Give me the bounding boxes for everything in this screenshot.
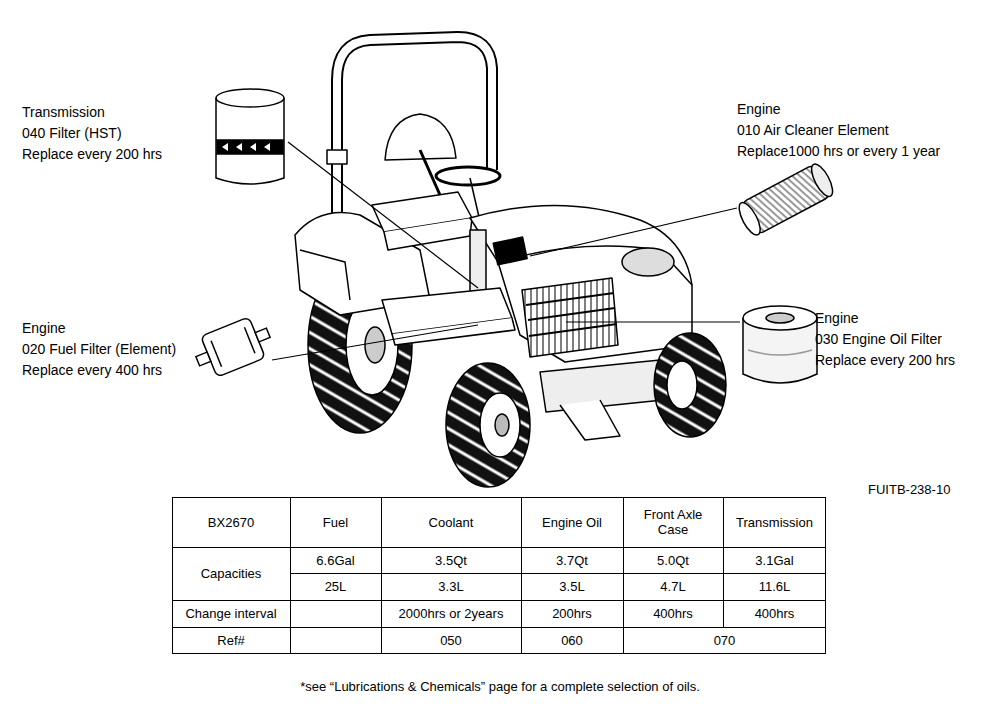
interval-note: Replace every 400 hrs [22, 362, 162, 379]
cell-text: 3.5Qt [435, 553, 467, 568]
table-cell: 050 [382, 628, 520, 652]
table-cell: 3.7Qt [522, 548, 622, 572]
table-cell: 11.6L [724, 574, 825, 599]
cell-text: 3.7Qt [556, 553, 588, 568]
callout-heading: Engine [815, 310, 859, 327]
table-cell: Change interval [173, 601, 289, 626]
part-name: 020 Fuel Filter (Element) [22, 341, 176, 358]
table-cell: Engine Oil [522, 498, 622, 546]
table-cell: 060 [522, 628, 622, 652]
part-name: 040 Filter (HST) [22, 125, 122, 142]
interval-note: Replace every 200 hrs [22, 146, 162, 163]
table-cell: 3.3L [382, 574, 520, 599]
cell-text: Capacities [201, 566, 262, 581]
cell-text: Engine Oil [542, 515, 602, 530]
cell-text: Change interval [185, 606, 276, 621]
cell-text: 400hrs [755, 606, 795, 621]
cell-text: 060 [561, 633, 583, 648]
cell-text: 2000hrs or 2years [399, 606, 504, 621]
cell-text: 070 [714, 633, 736, 648]
table-cell: 3.5L [522, 574, 622, 599]
cell-text: BX2670 [208, 515, 254, 530]
interval-note: Replace every 200 hrs [815, 352, 955, 369]
table-cell: 25L [291, 574, 380, 599]
table-cell: 400hrs [624, 601, 722, 626]
table-cell: Ref# [173, 628, 289, 652]
table-cell: 3.5Qt [382, 548, 520, 572]
table-cell: 5.0Qt [624, 548, 722, 572]
cell-text: 11.6L [759, 579, 791, 594]
callout-heading: Engine [737, 101, 781, 118]
table-cell: Coolant [382, 498, 520, 546]
cell-text: 400hrs [653, 606, 693, 621]
cell-text: 25L [325, 579, 347, 594]
cell-text: 4.7L [660, 579, 685, 594]
capacity-table [172, 497, 826, 654]
part-name: 010 Air Cleaner Element [737, 122, 889, 139]
callout-heading: Transmission [22, 104, 105, 121]
cell-text: 3.5L [559, 579, 584, 594]
cell-text: Ref# [217, 633, 244, 648]
cell-text: Fuel [323, 515, 348, 530]
table-cell: 3.1Gal [724, 548, 825, 572]
table-cell: 6.6Gal [291, 548, 380, 572]
figure-code: FUITB-238-10 [868, 481, 950, 498]
table-cell: 4.7L [624, 574, 722, 599]
table-cell: Transmission [724, 498, 825, 546]
table-cell: 200hrs [522, 601, 622, 626]
cell-text: *see “Lubrications & Chemicals” page for… [300, 679, 700, 694]
cell-text: Transmission [736, 515, 813, 530]
table-cell: 070 [624, 628, 825, 652]
interval-note: Replace1000 hrs or every 1 year [737, 143, 940, 160]
table-cell: Front Axle Case [624, 498, 722, 546]
footnote: *see “Lubrications & Chemicals” page for… [101, 675, 899, 697]
cell-text: 200hrs [552, 606, 592, 621]
cell-text: 5.0Qt [657, 553, 689, 568]
cell-text: Coolant [429, 515, 474, 530]
part-name: 030 Engine Oil Filter [815, 331, 942, 348]
cell-text: 3.1Gal [755, 553, 793, 568]
table-cell: 400hrs [724, 601, 825, 626]
table-cell: Capacities [173, 548, 289, 599]
table-cell: Fuel [291, 498, 380, 546]
table-cell: 2000hrs or 2years [382, 601, 520, 626]
callout-heading: Engine [22, 320, 66, 337]
cell-text: 050 [440, 633, 462, 648]
cell-text: 6.6Gal [316, 553, 354, 568]
cell-text: Front Axle Case [637, 507, 709, 537]
table-cell: BX2670 [173, 498, 289, 546]
cell-text: 3.3L [438, 579, 463, 594]
